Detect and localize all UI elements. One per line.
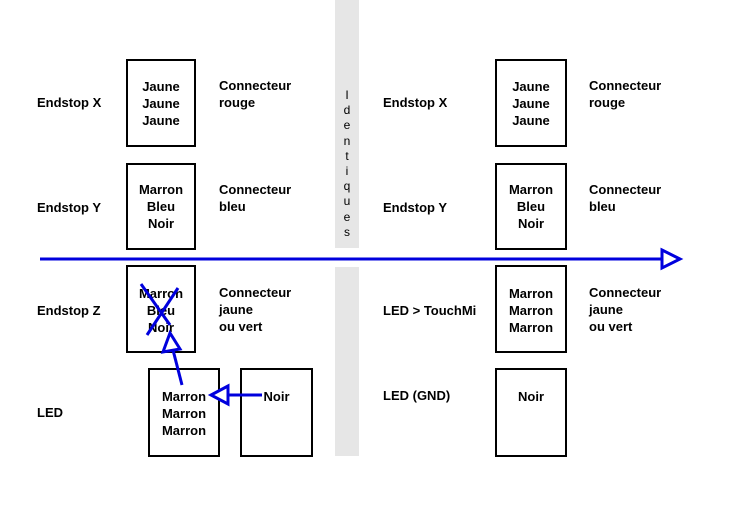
wire-label: Marron — [508, 320, 554, 335]
identiques-char: s — [344, 224, 350, 239]
left-led-label: LED — [37, 405, 63, 420]
connector-line: Connecteur — [219, 285, 292, 300]
left-endstop-x-label: Endstop X — [37, 95, 102, 110]
wire-label: Jaune — [142, 79, 180, 94]
connector-line: ou vert — [589, 319, 633, 334]
connector-line: Connecteur — [589, 182, 662, 197]
wire-label: Noir — [518, 216, 544, 231]
right-led-gnd-label: LED (GND) — [383, 388, 451, 403]
cross-line-1 — [139, 283, 172, 326]
identiques-char: u — [343, 194, 351, 209]
wire-label: Noir — [263, 389, 290, 404]
right-led-touchmi-box: Marron Marron Marron — [495, 265, 567, 353]
connector-line: jaune — [219, 302, 253, 317]
identiques-char: t — [345, 148, 349, 163]
connector-line: ou vert — [219, 319, 263, 334]
identiques-char: e — [343, 118, 351, 133]
wire-label: Marron — [161, 389, 207, 404]
wire-label: Bleu — [146, 199, 176, 214]
cross-line-2 — [145, 287, 180, 336]
connector-line: Connecteur — [219, 182, 292, 197]
right-endstop-y-connector: Connecteur bleu — [589, 181, 661, 215]
identiques-char: I — [345, 88, 349, 102]
up-arrow-line — [171, 349, 184, 386]
right-endstop-x-label: Endstop X — [383, 95, 448, 110]
wire-label: Marron — [508, 303, 554, 318]
wire-label: Jaune — [142, 96, 180, 111]
right-endstop-y-box: Marron Bleu Noir — [495, 163, 567, 250]
connector-line: bleu — [219, 199, 246, 214]
identiques-char: d — [343, 103, 351, 118]
identiques-char: q — [343, 179, 351, 194]
up-arrow-head — [160, 329, 183, 354]
right-led-gnd-box: Noir — [495, 368, 567, 457]
connector-line: rouge — [219, 95, 256, 110]
left-arrow-head — [207, 383, 230, 407]
connector-line: bleu — [589, 199, 616, 214]
connector-line: jaune — [589, 302, 623, 317]
left-endstop-x-connector: Connecteur rouge — [219, 77, 291, 111]
wire-label: Marron — [138, 182, 184, 197]
wire-label: Bleu — [516, 199, 546, 214]
divider-bottom — [335, 267, 359, 456]
left-led-noir-box: Noir — [240, 368, 313, 457]
left-endstop-z-connector: Connecteur jaune ou vert — [219, 284, 291, 335]
wire-label: Noir — [148, 216, 174, 231]
left-endstop-x-box: Jaune Jaune Jaune — [126, 59, 196, 147]
wire-label: Jaune — [512, 113, 550, 128]
left-led-box: Marron Marron Marron — [148, 368, 220, 457]
right-led-touchmi-connector: Connecteur jaune ou vert — [589, 284, 661, 335]
connector-line: Connecteur — [589, 78, 662, 93]
connector-line: rouge — [589, 95, 626, 110]
left-endstop-y-box: Marron Bleu Noir — [126, 163, 196, 250]
identiques-char: n — [343, 133, 351, 148]
identiques-char: i — [345, 164, 349, 179]
identiques-char: e — [343, 209, 351, 224]
wire-label: Noir — [518, 389, 544, 404]
left-endstop-z-label: Endstop Z — [37, 303, 101, 318]
wire-label: Jaune — [512, 96, 550, 111]
left-endstop-y-label: Endstop Y — [37, 200, 102, 215]
right-led-touchmi-label: LED > TouchMi — [383, 303, 477, 318]
wire-label: Marron — [161, 406, 207, 421]
right-endstop-y-label: Endstop Y — [383, 200, 448, 215]
wire-label: Marron — [508, 286, 554, 301]
horizontal-arrow-head — [660, 247, 684, 271]
right-endstop-x-connector: Connecteur rouge — [589, 77, 661, 111]
wire-label: Marron — [508, 182, 554, 197]
wire-label: Jaune — [142, 113, 180, 128]
left-endstop-y-connector: Connecteur bleu — [219, 181, 291, 215]
wire-label: Marron — [161, 423, 207, 438]
right-endstop-x-box: Jaune Jaune Jaune — [495, 59, 567, 147]
identiques-label: I d e n t i q u e s — [337, 88, 357, 240]
divider-top — [335, 0, 359, 248]
connector-line: Connecteur — [219, 78, 292, 93]
connector-line: Connecteur — [589, 285, 662, 300]
wire-label: Jaune — [512, 79, 550, 94]
